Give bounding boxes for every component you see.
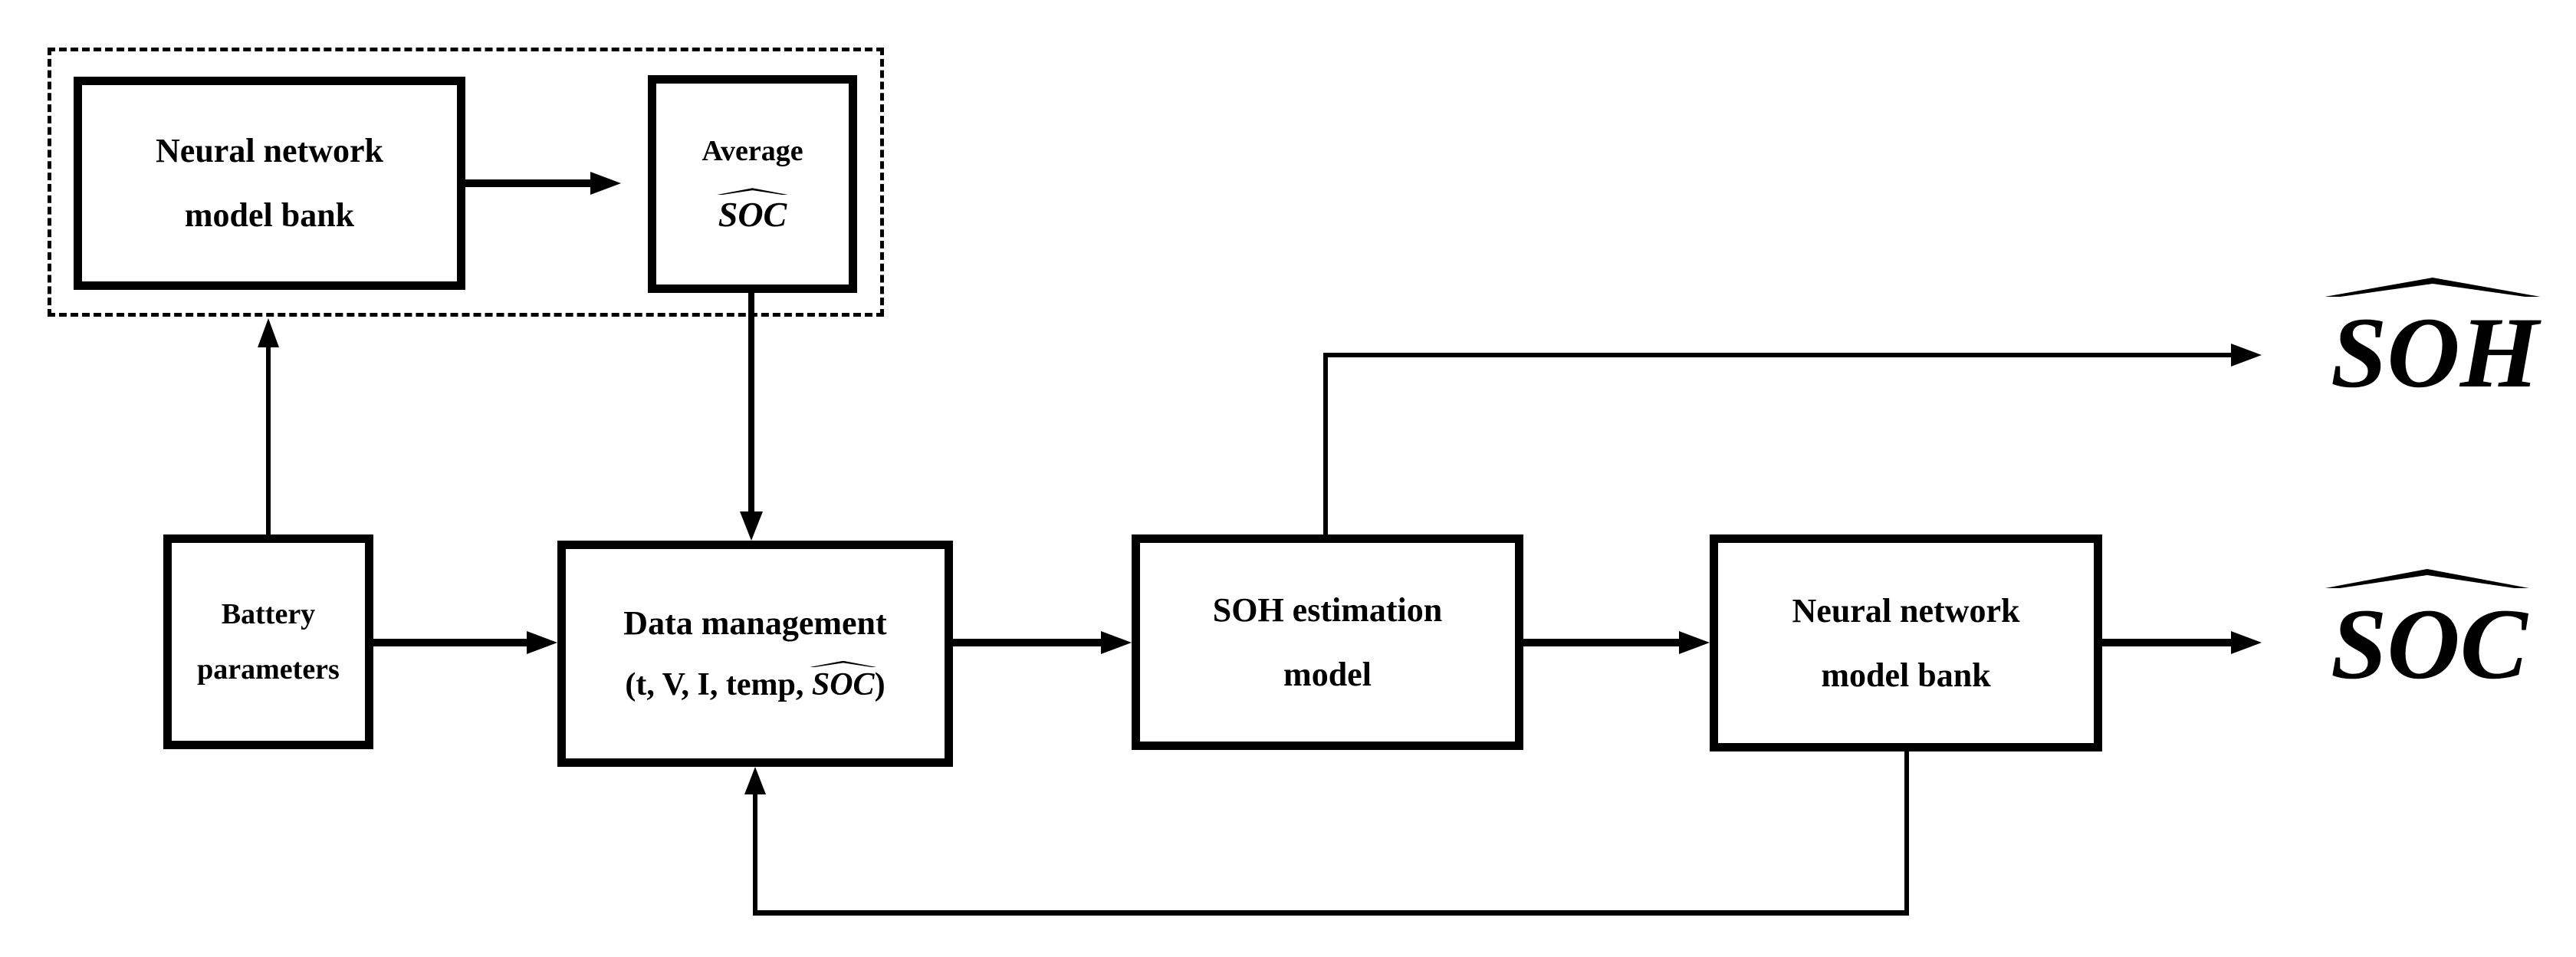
arrow-soh-to-soh-output-vline (1323, 353, 1328, 534)
dashed-group-soc-model-bank (48, 48, 884, 317)
label-line2: model (1283, 655, 1372, 693)
label-line2: model bank (184, 196, 355, 234)
arrow-battery-to-datamgmt-line (373, 639, 527, 646)
node-neural-network-model-bank-right: Neural network model bank (1710, 534, 2102, 751)
node-soh-estimation-model: SOH estimation model (1132, 534, 1523, 750)
label-line2: (t, V, I, temp, SOC) (623, 655, 886, 716)
feedback-nnbank-down-line (1904, 751, 1909, 916)
node-label: SOH estimation model (1213, 578, 1442, 706)
math-text: SOC (811, 667, 875, 703)
label-line1: Data management (623, 603, 887, 642)
hat-accent (2324, 278, 2542, 298)
feedback-up-head (744, 767, 766, 794)
output-soh-hat: SOH (2324, 278, 2542, 409)
label-line1: Neural network (156, 132, 383, 170)
node-label: Data management (t, V, I, temp, SOC) (623, 591, 886, 716)
feedback-up-line (753, 793, 757, 913)
arrow-datamgmt-to-soh-head (1101, 631, 1132, 654)
node-neural-network-model-bank-top: Neural network model bank (74, 77, 465, 290)
soc-hat-math: SOC (715, 188, 790, 234)
feedback-bottom-line (753, 910, 1909, 916)
arrow-battery-to-group-head (258, 318, 279, 347)
arrow-nnbank-to-average-line (465, 179, 594, 187)
arrow-average-to-datamgmt-line (748, 293, 754, 512)
node-label: Battery parameters (197, 587, 340, 697)
label-line1: Average (702, 135, 803, 168)
hat-accent (2325, 569, 2530, 589)
node-battery-parameters: Battery parameters (163, 534, 373, 749)
arrow-soh-to-soh-output-head (2231, 344, 2262, 367)
arrow-soh-to-nnbank-head (1679, 631, 1710, 654)
node-average-soc: Average SOC (648, 75, 857, 293)
arrow-datamgmt-to-soh-line (953, 639, 1101, 646)
arrow-average-to-datamgmt-head (740, 511, 763, 541)
label-line2: model bank (1821, 656, 1991, 694)
arrow-soh-to-soh-output-hline (1323, 353, 2231, 357)
node-label: Neural network model bank (156, 119, 383, 247)
node-label: Average SOC (702, 123, 803, 245)
label-line1: SOH estimation (1212, 590, 1443, 629)
math-text: SOC (718, 194, 787, 234)
label-line1: Battery (221, 597, 316, 630)
soc-hat-math: SOC (809, 660, 877, 703)
arrow-nnbank-to-soc-output-head (2231, 631, 2262, 654)
math-text: SOC (2331, 587, 2528, 701)
math-text: SOH (2331, 296, 2539, 409)
label-line2-prefix: (t, V, I, temp, (625, 667, 812, 703)
label-line2: parameters (197, 653, 340, 686)
arrow-battery-to-datamgmt-head (527, 631, 557, 654)
arrow-battery-to-group-line (266, 347, 271, 534)
arrow-soh-to-nnbank-line (1523, 639, 1679, 646)
label-line1: Neural network (1792, 591, 2020, 630)
node-label: Neural network model bank (1792, 579, 2020, 707)
hat-accent (809, 660, 877, 668)
arrow-nnbank-to-soc-output-line (2102, 639, 2231, 646)
label-line2-suffix: ) (874, 667, 886, 703)
node-data-management: Data management (t, V, I, temp, SOC) (557, 541, 953, 767)
output-soc-hat: SOC (2325, 569, 2530, 701)
